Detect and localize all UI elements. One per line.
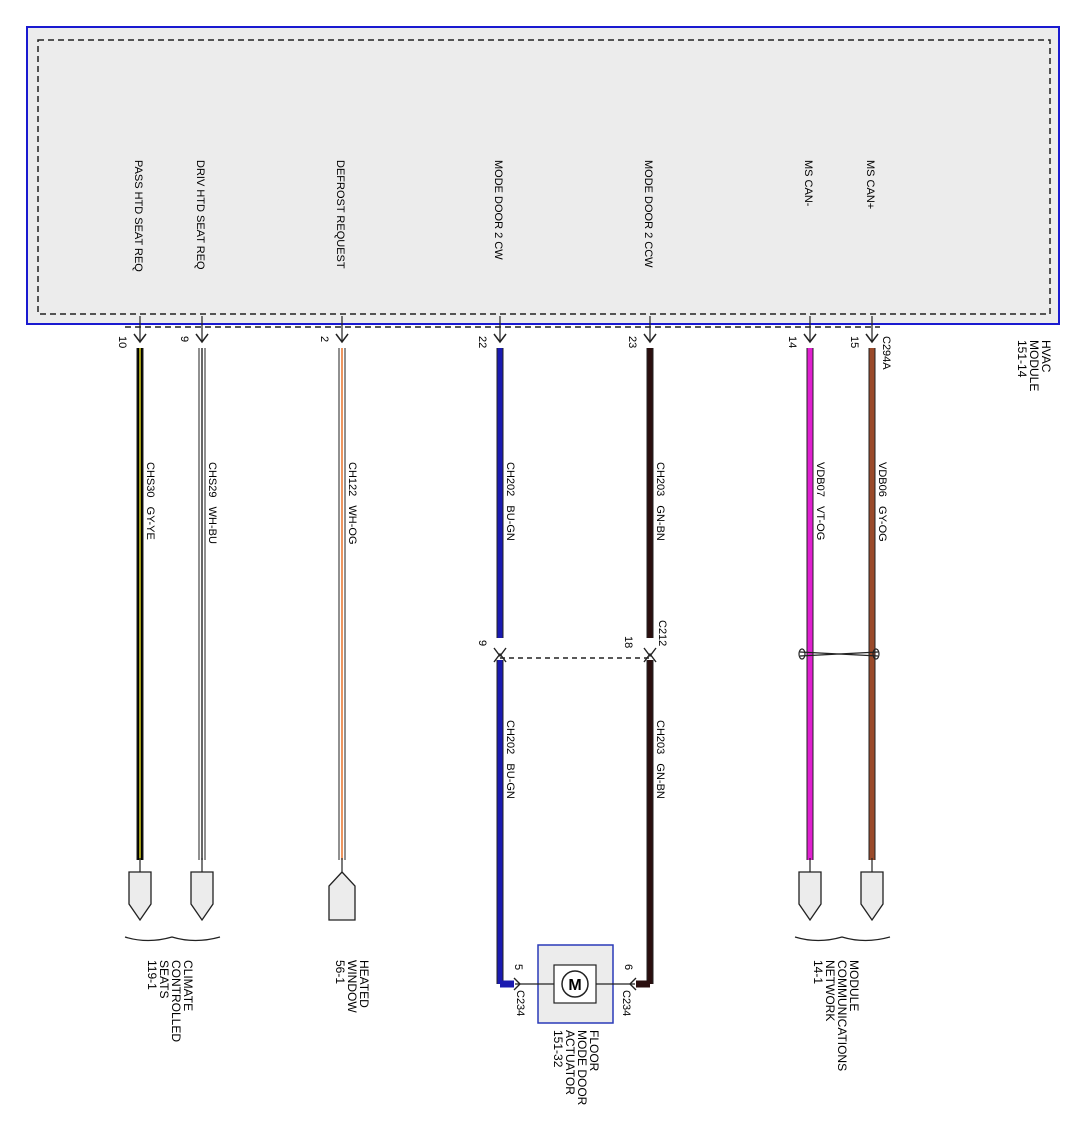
twisted-pair-icon <box>798 648 880 660</box>
circuit-label: VDB07 VT-OG <box>814 462 826 541</box>
circuit-color: GY-YE <box>144 506 156 540</box>
circuit-id: CH122 <box>346 462 358 497</box>
circuit-color: GY-OG <box>876 506 888 542</box>
circuit-id: CHS29 <box>206 462 218 498</box>
destination-label: HEATED WINDOW 56-1 <box>333 960 371 1013</box>
wire-break <box>644 638 656 660</box>
module-name-line: 151-14 <box>1015 340 1029 378</box>
wires-group <box>128 316 884 991</box>
c212-pin-18: 18 <box>622 636 634 649</box>
circuit-label: CH203 GN-BN <box>654 462 666 541</box>
destination-line: 119-1 <box>145 960 159 990</box>
destination-line: 56-1 <box>333 960 347 985</box>
signal-label: MODE DOOR 2 CW <box>492 160 504 260</box>
circuit-color: BU-GN <box>504 505 516 541</box>
destination-line: MODULE <box>847 960 861 1012</box>
hvac-module-box <box>26 26 1060 325</box>
lower-circuit-label: CH203 GN-BN <box>654 720 666 799</box>
wire-break <box>494 638 506 660</box>
destination-connector-icon <box>128 871 152 922</box>
module-name-line: HVAC <box>1039 340 1053 373</box>
actuator-label: FLOOR MODE DOOR ACTUATOR 151-32 <box>551 1030 601 1106</box>
signal-label: MS CAN- <box>802 160 814 207</box>
pin-number: 23 <box>626 336 638 349</box>
destination-brackets <box>124 936 891 942</box>
circuit-color: GN-BN <box>654 763 666 799</box>
pin-number: 2 <box>318 336 330 343</box>
destination-line: COMMUNICATIONS <box>835 960 849 1072</box>
inline-connector-icon <box>493 647 507 663</box>
circuit-label: CH122 WH-OG <box>346 462 358 545</box>
actuator-connector-left: C234 <box>514 990 526 1017</box>
circuit-color: WH-OG <box>346 505 358 545</box>
pin-number: 10 <box>116 336 128 349</box>
pin-number: 22 <box>476 336 488 349</box>
destination-connector-icon <box>798 871 822 922</box>
circuit-label: CHS30 GY-YE <box>144 462 156 540</box>
actuator-line: 151-32 <box>551 1030 565 1068</box>
module-connector-label: C294A <box>880 336 892 370</box>
destination-line: 14-1 <box>811 960 825 985</box>
actuator-line: FLOOR <box>587 1030 601 1072</box>
circuit-label: VDB06 GY-OG <box>876 462 888 542</box>
signal-label: MODE DOOR 2 CCW <box>642 160 654 268</box>
lower-circuit-label: CH202 BU-GN <box>504 720 516 799</box>
actuator-pin-6: 6 <box>622 964 634 971</box>
actuator-pin-5: 5 <box>512 964 524 971</box>
module-name-line: MODULE <box>1027 340 1041 392</box>
destination-line: HEATED <box>357 960 371 1008</box>
actuator-line: ACTUATOR <box>563 1030 577 1095</box>
module-name: HVAC MODULE 151-14 <box>1015 340 1053 392</box>
destination-connector-icon <box>328 871 356 921</box>
c212-pin-9: 9 <box>476 640 488 647</box>
circuit-color: WH-BU <box>206 506 218 544</box>
motor-symbol: M <box>568 977 581 994</box>
pin-number: 9 <box>178 336 190 343</box>
destination-connector-icon <box>860 871 884 922</box>
pin-number: 15 <box>848 336 860 349</box>
circuit-id: CH202 <box>504 462 516 497</box>
destination-line: CONTROLLED <box>169 960 183 1043</box>
actuator-line: MODE DOOR <box>575 1030 589 1106</box>
circuit-id: CH203 <box>654 462 666 497</box>
actuator-connector-right: C234 <box>620 990 632 1017</box>
pin-number: 14 <box>786 336 798 349</box>
destination-label: MODULE COMMUNICATIONS NETWORK 14-1 <box>811 960 861 1072</box>
signal-label: DEFROST REQUEST <box>334 160 346 269</box>
circuit-id: CH203 <box>654 720 666 755</box>
c212-label: C212 <box>656 620 668 647</box>
destination-line: CLIMATE <box>181 960 195 1012</box>
inline-connector-icon <box>643 647 657 663</box>
circuit-id: VDB06 <box>876 462 888 497</box>
circuit-id: CH202 <box>504 720 516 755</box>
destination-label: CLIMATE CONTROLLED SEATS 119-1 <box>145 960 195 1043</box>
motor-icon <box>561 970 589 998</box>
destination-line: NETWORK <box>823 960 837 1022</box>
signal-label: PASS HTD SEAT REQ <box>132 160 144 272</box>
destination-line: WINDOW <box>345 960 359 1013</box>
circuit-color: BU-GN <box>504 763 516 799</box>
hvac-module-dashed-outline <box>37 39 1051 315</box>
signal-label: MS CAN+ <box>864 160 876 210</box>
circuit-label: CHS29 WH-BU <box>206 462 218 544</box>
circuit-label: CH202 BU-GN <box>504 462 516 541</box>
destination-line: SEATS <box>157 960 171 999</box>
circuit-id: VDB07 <box>814 462 826 497</box>
circuit-color: VT-OG <box>814 506 826 541</box>
destination-connector-icon <box>190 871 214 922</box>
signal-label: DRIV HTD SEAT REQ <box>194 160 206 270</box>
circuit-id: CHS30 <box>144 462 156 498</box>
circuit-color: GN-BN <box>654 505 666 541</box>
